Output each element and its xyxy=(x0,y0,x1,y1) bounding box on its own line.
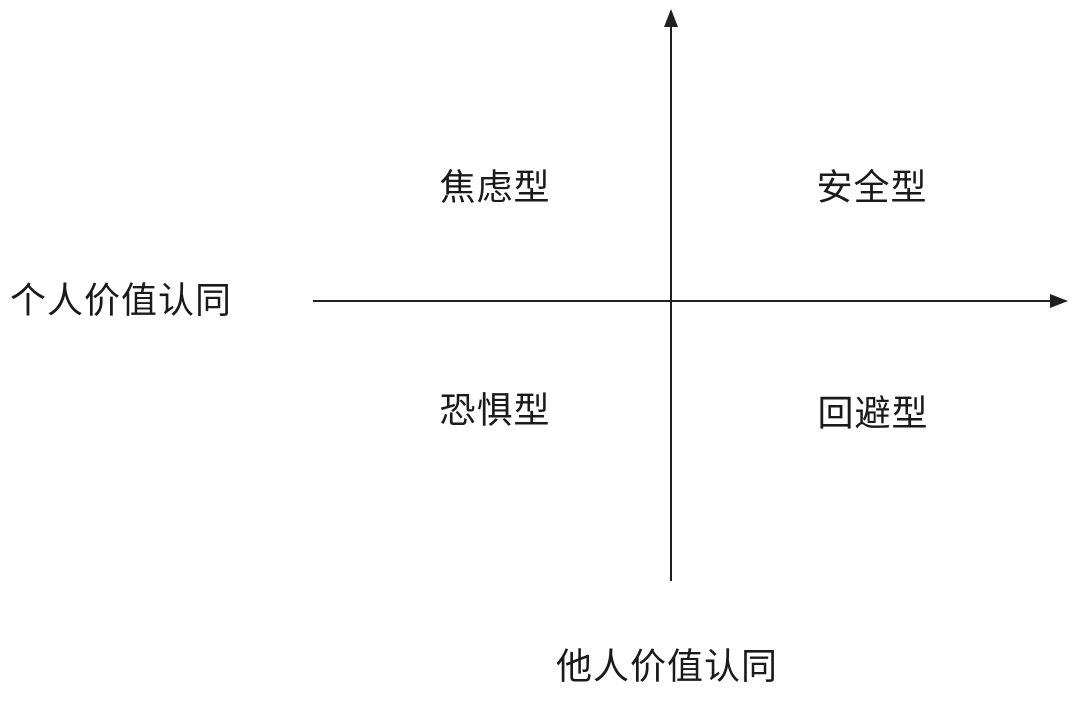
quadrant-label-bottom-right: 回避型 xyxy=(817,392,929,434)
x-axis-arrowhead-icon xyxy=(1050,294,1068,308)
quadrant-label-bottom-left: 恐惧型 xyxy=(439,389,551,431)
y-axis-label: 个人价值认同 xyxy=(9,279,233,321)
quadrant-label-top-right: 安全型 xyxy=(816,166,928,208)
quadrant-label-top-left: 焦虑型 xyxy=(439,166,551,208)
x-axis-label: 他人价值认同 xyxy=(555,645,779,687)
y-axis-arrowhead-icon xyxy=(664,9,678,27)
